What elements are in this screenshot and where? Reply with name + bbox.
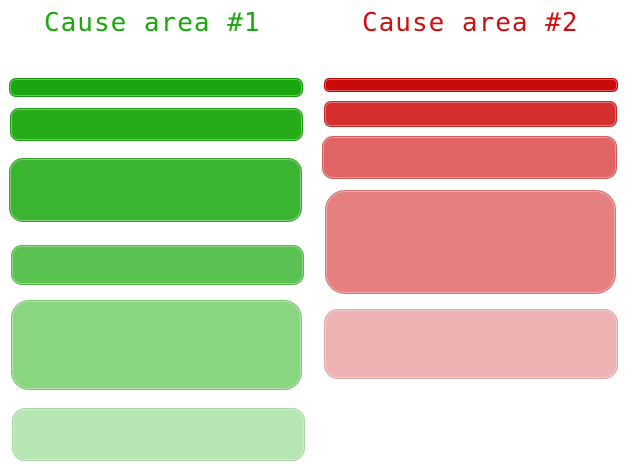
cause-area-1-block-5: [11, 300, 302, 390]
cause-area-1-block-6: [12, 408, 305, 461]
cause-area-2-block-1: [324, 78, 618, 92]
cause-area-1-block-4: [11, 245, 304, 285]
cause-area-2-block-2: [324, 101, 617, 127]
cause-area-2-block-3: [322, 136, 617, 179]
cause-area-1-block-3: [9, 158, 302, 222]
cause-area-2-block-5: [324, 309, 618, 379]
cause-area-2-title: Cause area #2: [362, 8, 579, 38]
cause-area-1-block-2: [10, 108, 303, 141]
cause-area-1-title: Cause area #1: [44, 8, 261, 38]
cause-area-1-block-1: [9, 78, 303, 97]
cause-area-2-block-4: [325, 190, 616, 294]
